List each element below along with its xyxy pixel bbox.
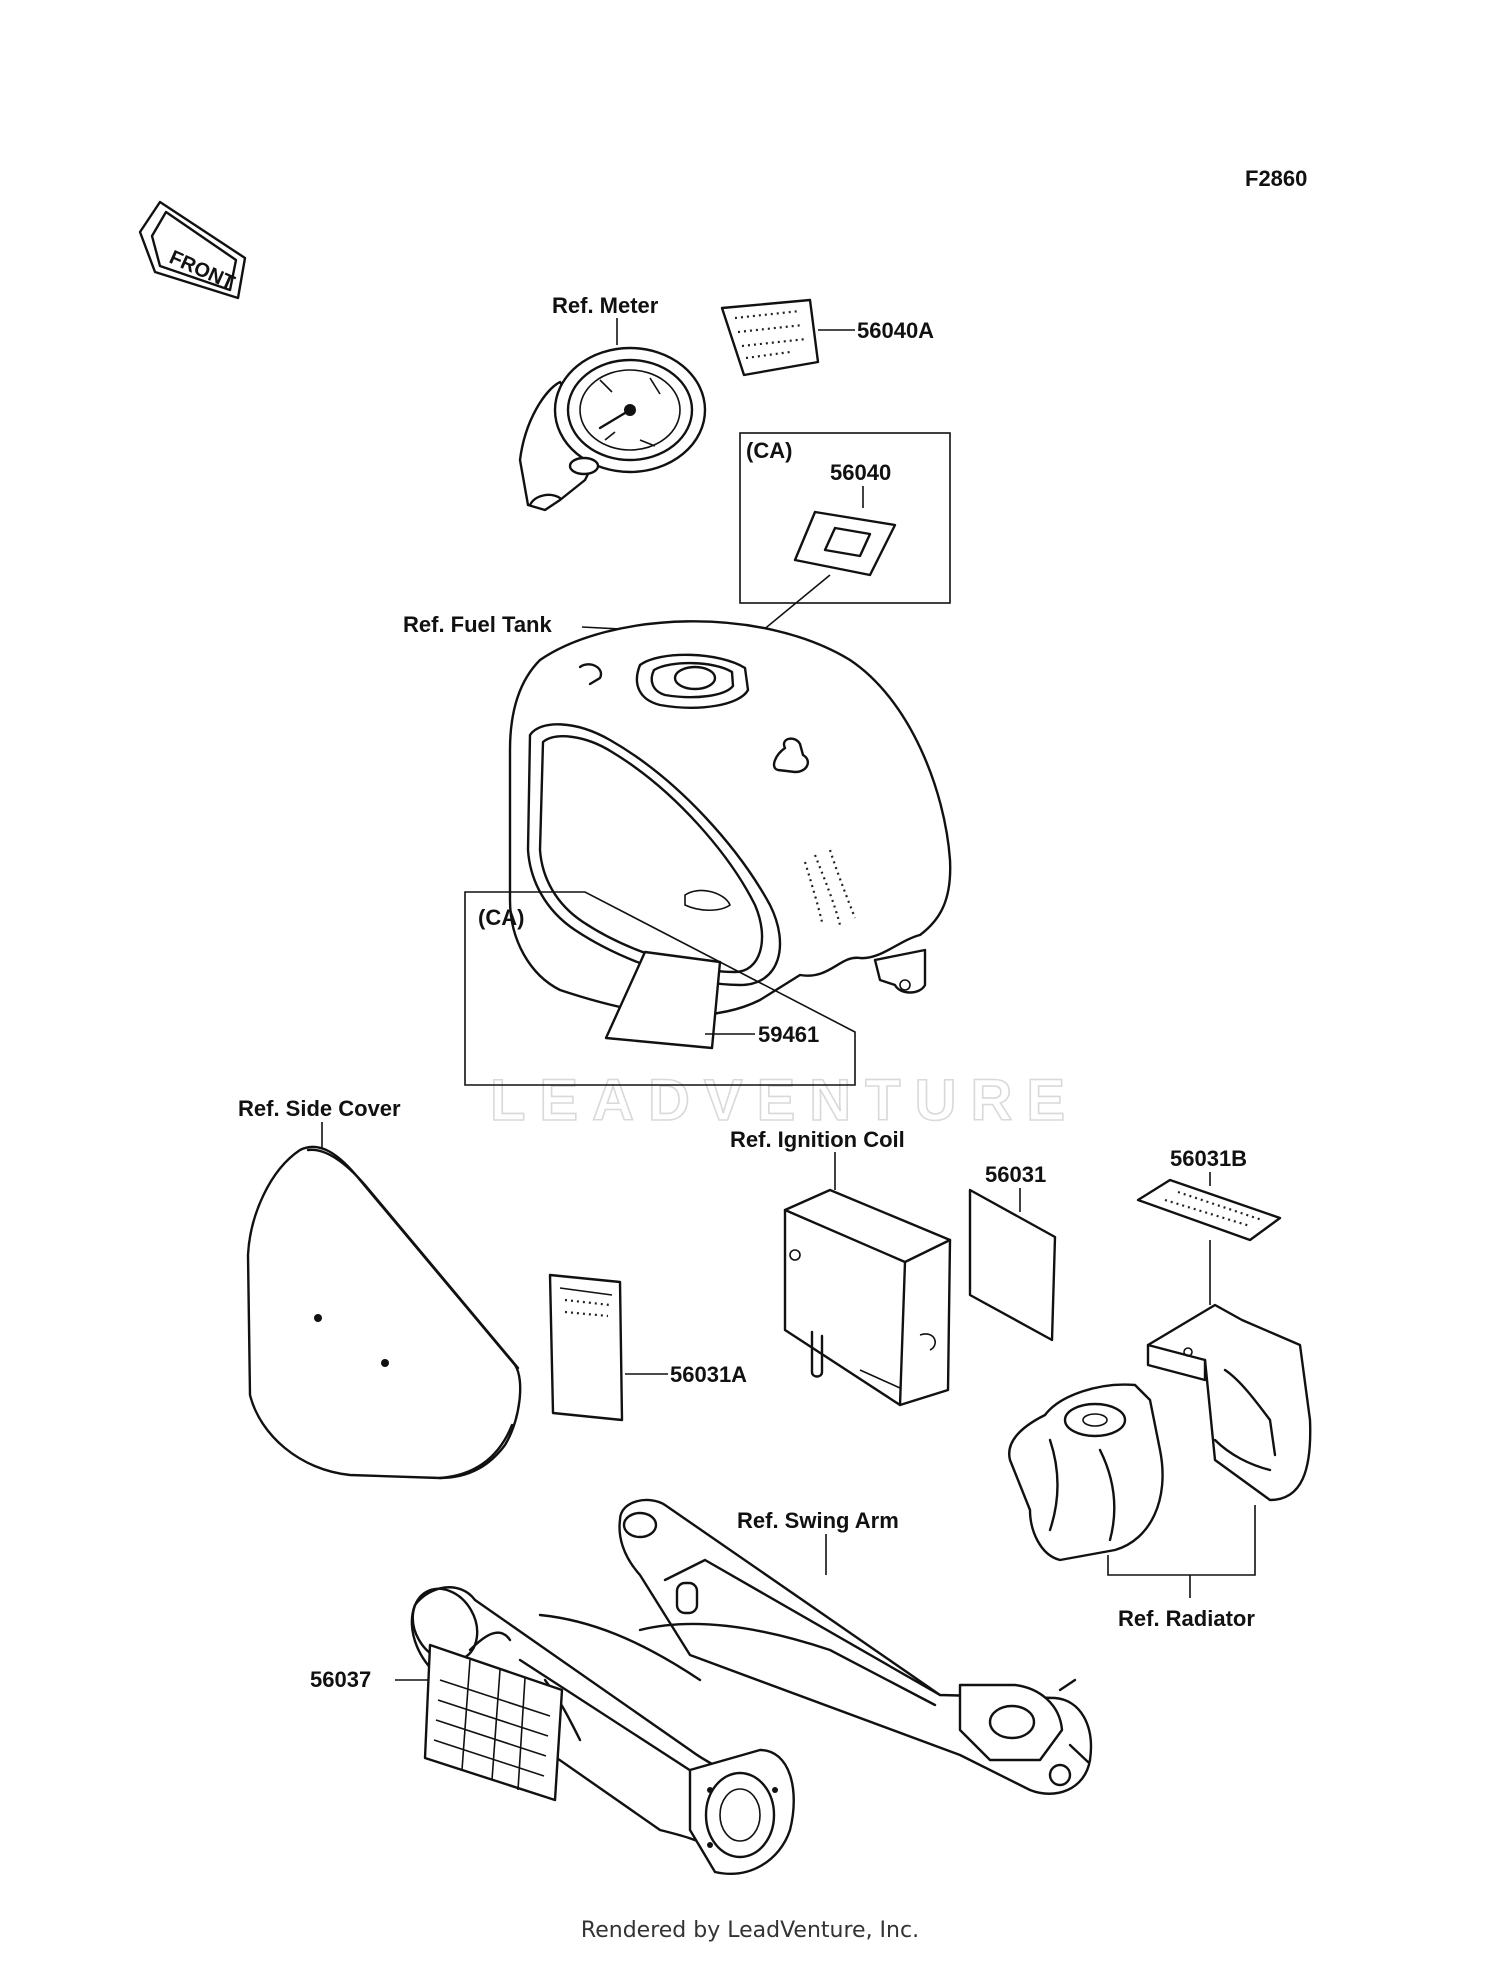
label-ref-swing-arm: Ref. Swing Arm (737, 1508, 899, 1533)
diagram-id: F2860 (1245, 166, 1307, 191)
label-ref-meter: Ref. Meter (552, 293, 659, 318)
label-59461: 59461 (758, 1022, 819, 1047)
label-ca-bottom: (CA) (478, 905, 524, 930)
label-56040: 56040 (830, 460, 891, 485)
ca-box-bottom (464, 891, 856, 1086)
label-ref-radiator: Ref. Radiator (1118, 1606, 1255, 1631)
front-arrow-icon: FRONT (138, 200, 247, 300)
label-56037: 56037 (310, 1667, 371, 1692)
label-sticker-56031A-icon (548, 1273, 624, 1422)
label-sticker-56040A-icon (720, 298, 820, 377)
swing-arm-icon (410, 1498, 1093, 1875)
ca-box-top (739, 432, 951, 604)
label-ref-fuel-tank: Ref. Fuel Tank (403, 612, 552, 637)
radiator-bracket-icon (1146, 1303, 1312, 1502)
label-56031B: 56031B (1170, 1146, 1247, 1171)
label-sticker-56040-icon (793, 510, 897, 577)
label-56031: 56031 (985, 1162, 1046, 1187)
label-ref-side-cover: Ref. Side Cover (238, 1096, 401, 1121)
footer-credit: Rendered by LeadVenture, Inc. (580, 1918, 920, 1943)
ignition-coil-icon (783, 1188, 952, 1407)
watermark: LEADVENTURE (490, 1068, 1079, 1133)
label-sticker-56031-icon (968, 1188, 1057, 1342)
label-ref-ignition-coil: Ref. Ignition Coil (730, 1127, 905, 1152)
side-cover-icon (246, 1145, 522, 1480)
label-ca-top: (CA) (746, 438, 792, 463)
label-56040A: 56040A (857, 318, 934, 343)
label-sticker-56031B-icon (1136, 1178, 1282, 1242)
label-sticker-59461-icon (604, 950, 722, 1050)
radiator-shroud-icon (1008, 1383, 1164, 1562)
fuel-tank-icon (508, 620, 952, 1017)
meter-icon (518, 346, 707, 512)
label-sticker-56037-icon (423, 1643, 564, 1802)
label-56031A: 56031A (670, 1362, 747, 1387)
